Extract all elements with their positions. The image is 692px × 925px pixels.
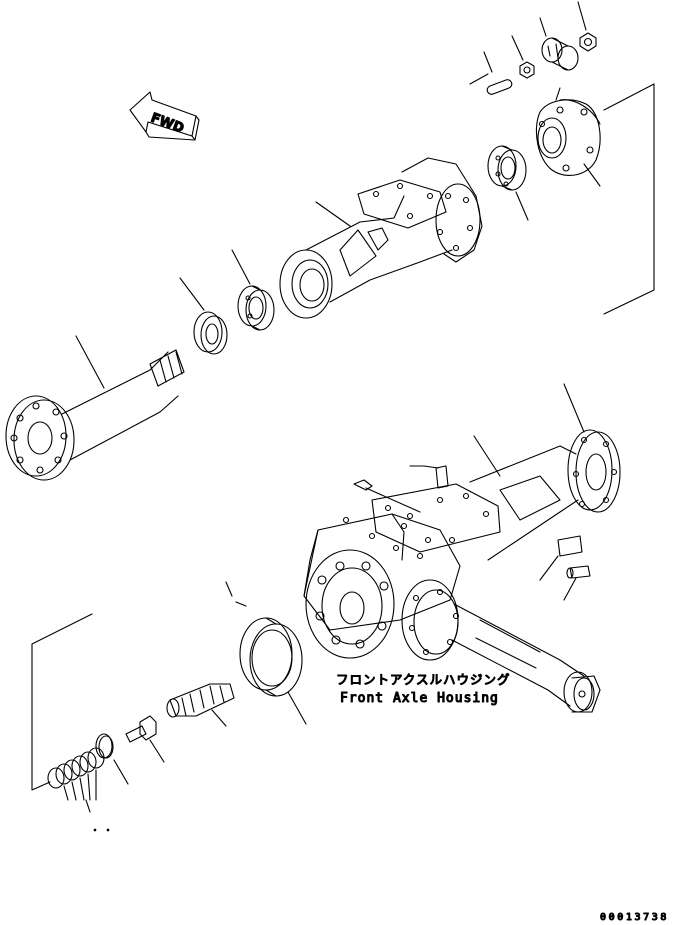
shim-stack xyxy=(47,747,105,813)
pinion-bolt xyxy=(125,715,165,763)
seal-ring xyxy=(179,277,228,355)
caption-japanese: フロントアクスルハウジング xyxy=(336,672,511,687)
pinion-shaft xyxy=(166,683,235,727)
figure-number: 00013738 xyxy=(600,912,669,923)
group-bracket-left xyxy=(31,613,93,791)
washer xyxy=(95,733,129,785)
collar xyxy=(539,17,579,71)
axle-shaft xyxy=(5,335,185,481)
outer-race xyxy=(225,581,307,725)
bearing-carrier xyxy=(535,87,601,187)
fwd-arrow-icon xyxy=(129,91,200,141)
group-bracket-right xyxy=(603,83,655,315)
caption-english: Front Axle Housing xyxy=(340,691,499,706)
upper-axle-housing xyxy=(279,157,483,319)
lock-nut xyxy=(511,35,535,79)
hub-nut xyxy=(577,1,597,52)
housing-bearing xyxy=(231,249,275,331)
pin xyxy=(469,51,513,95)
hub-bearing xyxy=(487,145,529,221)
front-axle-housing-assembly xyxy=(303,383,621,713)
